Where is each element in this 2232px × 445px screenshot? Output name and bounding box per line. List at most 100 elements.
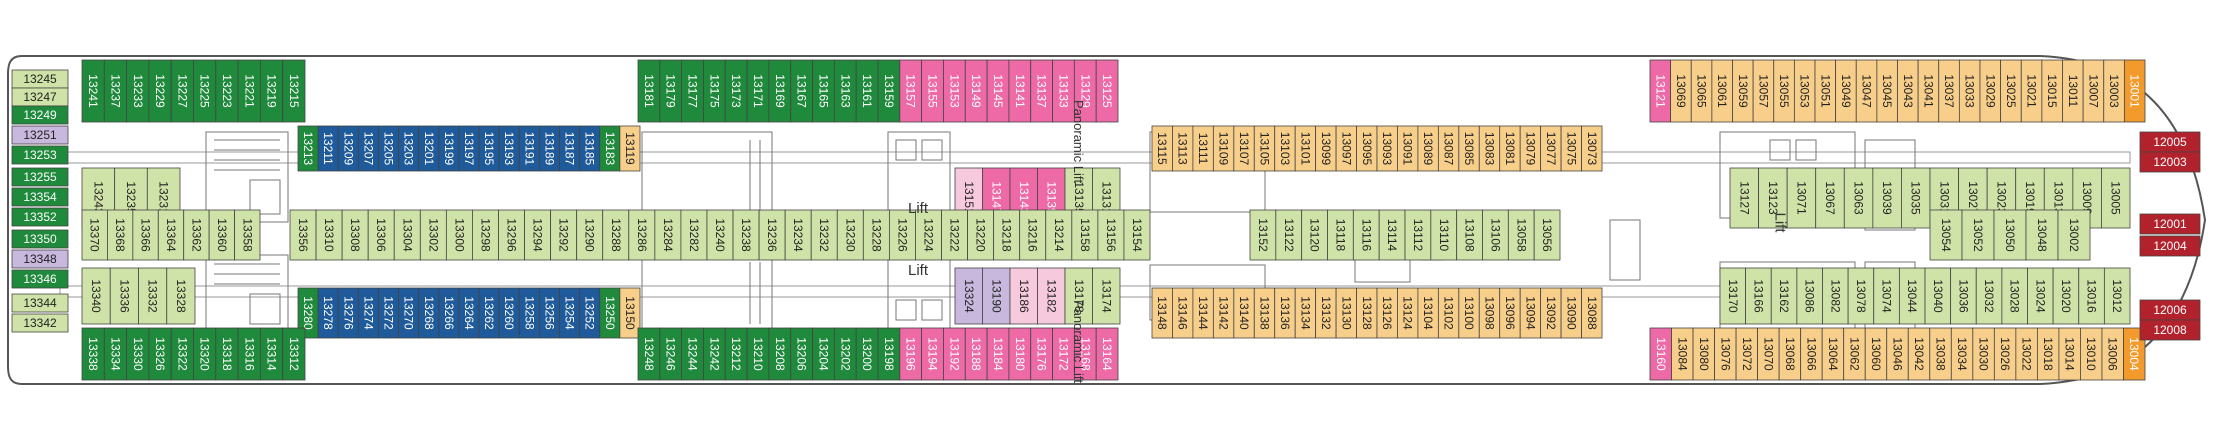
cabin-13119[interactable]: 13119: [619, 125, 641, 172]
cabin-13037[interactable]: 13037: [1938, 59, 1960, 123]
cabin-13098[interactable]: 13098: [1478, 287, 1501, 339]
cabin-13110[interactable]: 13110: [1430, 209, 1458, 261]
cabin-13167[interactable]: 13167: [790, 59, 813, 123]
cabin-13174[interactable]: 13174: [1092, 267, 1121, 325]
cabin-13090[interactable]: 13090: [1560, 287, 1582, 339]
cabin-13039[interactable]: 13039: [1872, 167, 1902, 229]
cabin-13100[interactable]: 13100: [1458, 287, 1480, 339]
cabin-13308[interactable]: 13308: [341, 209, 369, 261]
cabin-13242[interactable]: 13242: [703, 327, 726, 381]
cabin-13185[interactable]: 13185: [579, 125, 601, 172]
cabin-13266[interactable]: 13266: [438, 287, 460, 339]
cabin-13038[interactable]: 13038: [1929, 327, 1952, 381]
cabin-13342[interactable]: 13342: [11, 313, 69, 333]
cabin-13274[interactable]: 13274: [357, 287, 379, 339]
cabin-13322[interactable]: 13322: [170, 327, 194, 381]
cabin-13234[interactable]: 13234: [784, 209, 812, 261]
cabin-13294[interactable]: 13294: [524, 209, 552, 261]
cabin-13181[interactable]: 13181: [637, 59, 661, 123]
cabin-13244[interactable]: 13244: [681, 327, 704, 381]
cabin-13180[interactable]: 13180: [1008, 327, 1032, 381]
cabin-13248[interactable]: 13248: [637, 327, 661, 381]
cabin-13199[interactable]: 13199: [438, 125, 460, 172]
cabin-13194[interactable]: 13194: [921, 327, 944, 381]
cabin-13001[interactable]: 13001: [2123, 59, 2146, 123]
cabin-13011[interactable]: 13011: [2062, 59, 2084, 123]
cabin-13116[interactable]: 13116: [1352, 209, 1380, 261]
cabin-13149[interactable]: 13149: [964, 59, 988, 123]
cabin-13161[interactable]: 13161: [855, 59, 879, 123]
cabin-13002[interactable]: 13002: [2057, 209, 2091, 261]
cabin-13043[interactable]: 13043: [1897, 59, 1919, 123]
cabin-13140[interactable]: 13140: [1233, 287, 1255, 339]
cabin-13114[interactable]: 13114: [1378, 209, 1406, 261]
cabin-13213[interactable]: 13213: [297, 125, 319, 172]
cabin-13223[interactable]: 13223: [215, 59, 239, 123]
cabin-13044[interactable]: 13044: [1898, 267, 1926, 325]
cabin-13304[interactable]: 13304: [393, 209, 421, 261]
cabin-13091[interactable]: 13091: [1397, 125, 1419, 172]
cabin-13022[interactable]: 13022: [2015, 327, 2038, 381]
cabin-13059[interactable]: 13059: [1732, 59, 1754, 123]
cabin-13179[interactable]: 13179: [659, 59, 683, 123]
cabin-13250[interactable]: 13250: [599, 287, 621, 339]
cabin-13264[interactable]: 13264: [458, 287, 480, 339]
cabin-13171[interactable]: 13171: [746, 59, 770, 123]
cabin-13206[interactable]: 13206: [790, 327, 813, 381]
cabin-13316[interactable]: 13316: [237, 327, 261, 381]
cabin-13202[interactable]: 13202: [833, 327, 857, 381]
cabin-13004[interactable]: 13004: [2123, 327, 2146, 381]
cabin-13229[interactable]: 13229: [148, 59, 172, 123]
cabin-13183[interactable]: 13183: [599, 125, 621, 172]
cabin-13350[interactable]: 13350: [11, 229, 69, 249]
cabin-13107[interactable]: 13107: [1233, 125, 1255, 172]
cabin-13324[interactable]: 13324: [954, 267, 983, 325]
cabin-13141[interactable]: 13141: [1008, 59, 1032, 123]
cabin-13196[interactable]: 13196: [899, 327, 923, 381]
cabin-13166[interactable]: 13166: [1745, 267, 1772, 325]
cabin-13340[interactable]: 13340: [81, 267, 111, 325]
cabin-13256[interactable]: 13256: [539, 287, 560, 339]
cabin-13306[interactable]: 13306: [367, 209, 395, 261]
cabin-13187[interactable]: 13187: [559, 125, 581, 172]
cabin-13018[interactable]: 13018: [2036, 327, 2060, 381]
cabin-13063[interactable]: 13063: [1843, 167, 1874, 229]
cabin-12005[interactable]: 12005: [2139, 131, 2201, 153]
cabin-13222[interactable]: 13222: [941, 209, 968, 261]
cabin-13352[interactable]: 13352: [11, 207, 69, 227]
cabin-13159[interactable]: 13159: [877, 59, 901, 123]
cabin-12004[interactable]: 12004: [2139, 235, 2201, 257]
cabin-13272[interactable]: 13272: [378, 287, 399, 339]
cabin-13021[interactable]: 13021: [2020, 59, 2043, 123]
cabin-13360[interactable]: 13360: [208, 209, 235, 261]
cabin-13192[interactable]: 13192: [943, 327, 966, 381]
cabin-13233[interactable]: 13233: [126, 59, 150, 123]
cabin-13221[interactable]: 13221: [237, 59, 261, 123]
cabin-13025[interactable]: 13025: [2000, 59, 2022, 123]
cabin-12001[interactable]: 12001: [2139, 213, 2201, 235]
cabin-13041[interactable]: 13041: [1917, 59, 1940, 123]
cabin-13364[interactable]: 13364: [157, 209, 185, 261]
cabin-13111[interactable]: 13111: [1192, 125, 1214, 172]
cabin-13356[interactable]: 13356: [289, 209, 317, 261]
cabin-13070[interactable]: 13070: [1757, 327, 1780, 381]
cabin-13165[interactable]: 13165: [812, 59, 835, 123]
cabin-13205[interactable]: 13205: [378, 125, 399, 172]
cabin-13016[interactable]: 13016: [2078, 267, 2105, 325]
cabin-13230[interactable]: 13230: [836, 209, 864, 261]
cabin-13203[interactable]: 13203: [398, 125, 420, 172]
cabin-13296[interactable]: 13296: [498, 209, 525, 261]
cabin-13103[interactable]: 13103: [1274, 125, 1296, 172]
cabin-13176[interactable]: 13176: [1030, 327, 1053, 381]
cabin-13310[interactable]: 13310: [315, 209, 343, 261]
cabin-13010[interactable]: 13010: [2080, 327, 2103, 381]
cabin-13211[interactable]: 13211: [317, 125, 339, 172]
cabin-13128[interactable]: 13128: [1356, 287, 1378, 339]
cabin-13270[interactable]: 13270: [398, 287, 420, 339]
cabin-13155[interactable]: 13155: [921, 59, 944, 123]
cabin-13163[interactable]: 13163: [833, 59, 857, 123]
cabin-13050[interactable]: 13050: [1993, 209, 2027, 261]
cabin-13330[interactable]: 13330: [126, 327, 150, 381]
cabin-13092[interactable]: 13092: [1540, 287, 1562, 339]
cabin-13368[interactable]: 13368: [107, 209, 134, 261]
